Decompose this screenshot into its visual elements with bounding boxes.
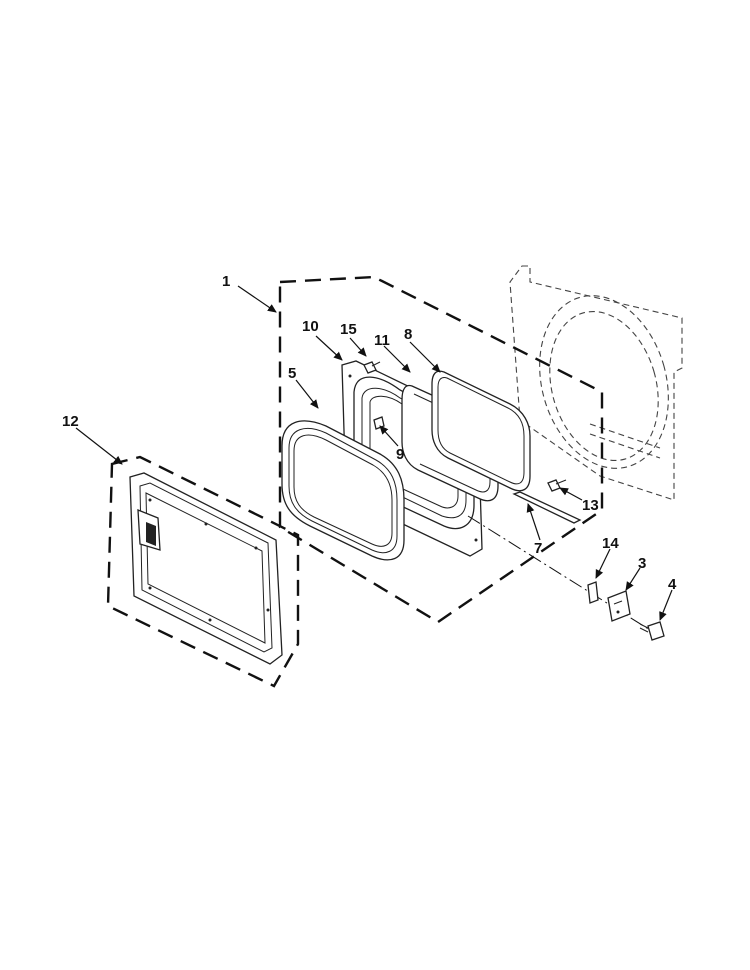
callout-14: 14 xyxy=(602,535,619,552)
callout-3: 3 xyxy=(638,555,646,572)
callout-12: 12 xyxy=(62,413,79,430)
hinge-spacer xyxy=(587,581,599,604)
screw-15 xyxy=(363,361,381,374)
callout-9: 9 xyxy=(396,446,404,463)
outer-door-panel xyxy=(129,472,283,665)
callout-8: 8 xyxy=(404,326,412,343)
hinge xyxy=(607,590,631,622)
callout-11: 11 xyxy=(374,332,390,349)
outer-door-boundary xyxy=(106,455,300,688)
leader-lines xyxy=(75,285,673,621)
clip-9 xyxy=(373,416,385,430)
door-seal-gasket xyxy=(281,420,405,561)
callout-10: 10 xyxy=(302,318,319,335)
callout-5: 5 xyxy=(288,365,296,382)
callout-13: 13 xyxy=(582,497,599,514)
glass-gasket xyxy=(431,370,531,492)
callout-15: 15 xyxy=(340,321,357,338)
callout-4: 4 xyxy=(668,576,677,593)
hinge-screw xyxy=(639,621,665,641)
callout-1: 1 xyxy=(222,273,230,290)
callout-7: 7 xyxy=(534,540,542,557)
cabinet-ghost-outline xyxy=(509,265,683,501)
strike-bar xyxy=(512,491,582,524)
